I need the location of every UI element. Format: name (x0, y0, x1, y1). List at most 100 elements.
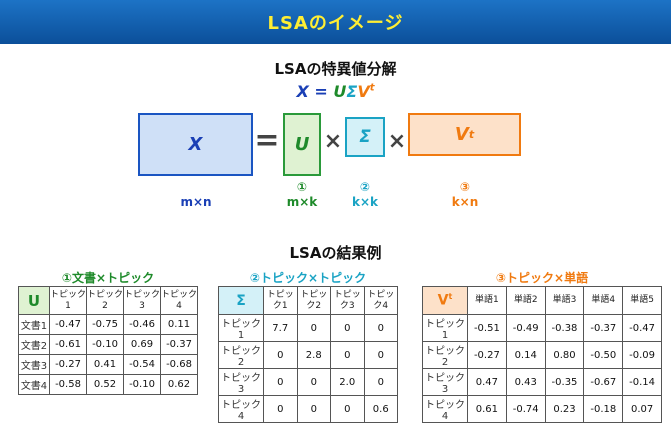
table1-cell: -0.27 (49, 354, 87, 375)
table3-cell: -0.50 (583, 341, 624, 369)
formula-u: U (333, 82, 347, 101)
table3-col-header: 単語1 (467, 286, 507, 315)
sigma-dimension: k×k (351, 195, 378, 209)
formula-equals: = (308, 82, 334, 101)
table2-row-label: トピック4 (218, 395, 264, 423)
table3-row-label: トピック2 (422, 341, 468, 369)
times-sign-2: × (387, 129, 407, 154)
table2-cell: 0 (330, 341, 365, 369)
table3-cell: -0.47 (622, 314, 662, 342)
x-dimension: m×n (180, 195, 212, 209)
table1-col-header: トピック2 (86, 286, 124, 315)
table2-col-header: トピック4 (363, 286, 398, 315)
table3-cell: -0.35 (544, 368, 585, 396)
table1-corner: U (18, 286, 50, 315)
table1-cell: 0.41 (86, 354, 124, 375)
table3-cell: -0.37 (583, 314, 624, 342)
table2-corner: Σ (218, 286, 264, 315)
table2-corner-label: Σ (236, 292, 246, 309)
table3-corner-sup: t (448, 292, 453, 302)
table2-cell: 0 (263, 341, 298, 369)
results-title: LSAの結果例 (289, 244, 382, 262)
table1-cell: 0.52 (86, 374, 124, 395)
u-dimension: m×k (286, 195, 318, 209)
decomposition-title: LSAの特異値分解 (274, 60, 397, 78)
matrix-sigma-box: Σ (345, 117, 385, 157)
table-row: トピック1 -0.51 -0.49 -0.38 -0.37 -0.47 (422, 314, 662, 342)
table2-cell: 0 (363, 341, 398, 369)
table2-cell: 0 (296, 314, 331, 342)
formula-x: X (296, 82, 309, 101)
table2-cell: 7.7 (263, 314, 298, 342)
table-row: トピック4 0 0 0 0.6 (218, 395, 398, 423)
table3-cell: 0.43 (505, 368, 546, 396)
matrix-sigma-label: Σ (359, 127, 371, 147)
table3-corner: Vt (422, 286, 468, 315)
matrix-x-box: X (138, 113, 253, 176)
table1-cell: -0.47 (49, 314, 87, 335)
formula-t: t (369, 82, 375, 94)
table2-cell: 2.0 (330, 368, 365, 396)
table-row: 文書1 -0.47 -0.75 -0.46 0.11 (18, 314, 198, 335)
u-number: ① (296, 180, 308, 194)
table1-cell: 0.11 (160, 314, 198, 335)
table3-row-label: トピック4 (422, 395, 468, 423)
table2-col-header: トピック3 (330, 286, 365, 315)
table-row: トピック3 0.47 0.43 -0.35 -0.67 -0.14 (422, 368, 662, 396)
equals-sign: = (254, 123, 280, 158)
table1-col-header: トピック1 (49, 286, 87, 315)
table2-cell: 2.8 (296, 341, 331, 369)
table3-title: ③トピック×単語 (495, 271, 589, 285)
table1-col-header: トピック4 (160, 286, 198, 315)
table3-col-header: 単語2 (505, 286, 546, 315)
table3-cell: -0.67 (583, 368, 624, 396)
table1-cell: -0.58 (49, 374, 87, 395)
table2-col-header: トピック2 (296, 286, 331, 315)
matrix-v-label: V (454, 124, 469, 145)
table2-row-label: トピック3 (218, 368, 264, 396)
table2-cell: 0 (263, 395, 298, 423)
table-row: 文書3 -0.27 0.41 -0.54 -0.68 (18, 354, 198, 375)
table2-cell: 0.6 (363, 395, 398, 423)
table-topic-topic: Σ トピック1 トピック2 トピック3 トピック4 トピック1 7.7 0 0 … (218, 286, 398, 423)
table1-cell: -0.68 (160, 354, 198, 375)
table1-row-label: 文書2 (18, 334, 50, 355)
table-row: トピック2 -0.27 0.14 0.80 -0.50 -0.09 (422, 341, 662, 369)
table3-cell: 0.47 (467, 368, 507, 396)
table1-row-label: 文書4 (18, 374, 50, 395)
matrix-x-label: X (188, 134, 203, 155)
banner-title: LSAのイメージ (267, 13, 404, 34)
table3-cell: -0.09 (622, 341, 662, 369)
table3-cell: -0.14 (622, 368, 662, 396)
matrix-u-box: U (283, 113, 321, 176)
table-row: トピック2 0 2.8 0 0 (218, 341, 398, 369)
v-dimension: k×n (451, 195, 479, 209)
table2-cell: 0 (263, 368, 298, 396)
table1-cell: 0.69 (123, 334, 161, 355)
table1-row-label: 文書1 (18, 314, 50, 335)
table-row: トピック3 0 0 2.0 0 (218, 368, 398, 396)
v-number: ③ (459, 180, 471, 194)
table3-col-header: 単語3 (544, 286, 585, 315)
times-sign-1: × (323, 129, 343, 154)
table3-row-label: トピック1 (422, 314, 468, 342)
table3-cell: 0.61 (467, 395, 507, 423)
table3-corner-label: V (437, 292, 449, 309)
matrix-v-sup: t (468, 128, 475, 141)
sigma-number: ② (359, 180, 371, 194)
table2-cell: 0 (330, 314, 365, 342)
table2-col-header: トピック1 (263, 286, 298, 315)
table3-cell: 0.07 (622, 395, 662, 423)
table1-cell: -0.61 (49, 334, 87, 355)
table3-cell: -0.74 (505, 395, 546, 423)
table3-cell: -0.38 (544, 314, 585, 342)
title-banner: LSAのイメージ (0, 0, 671, 44)
table-row: トピック4 0.61 -0.74 0.23 -0.18 0.07 (422, 395, 662, 423)
table2-cell: 0 (296, 395, 331, 423)
table-topic-word: Vt 単語1 単語2 単語3 単語4 単語5 トピック1 -0.51 -0.49… (422, 286, 662, 423)
table3-col-header: 単語4 (583, 286, 624, 315)
table1-cell: 0.62 (160, 374, 198, 395)
table2-cell: 0 (330, 395, 365, 423)
table3-cell: -0.49 (505, 314, 546, 342)
table1-corner-label: U (27, 291, 41, 310)
